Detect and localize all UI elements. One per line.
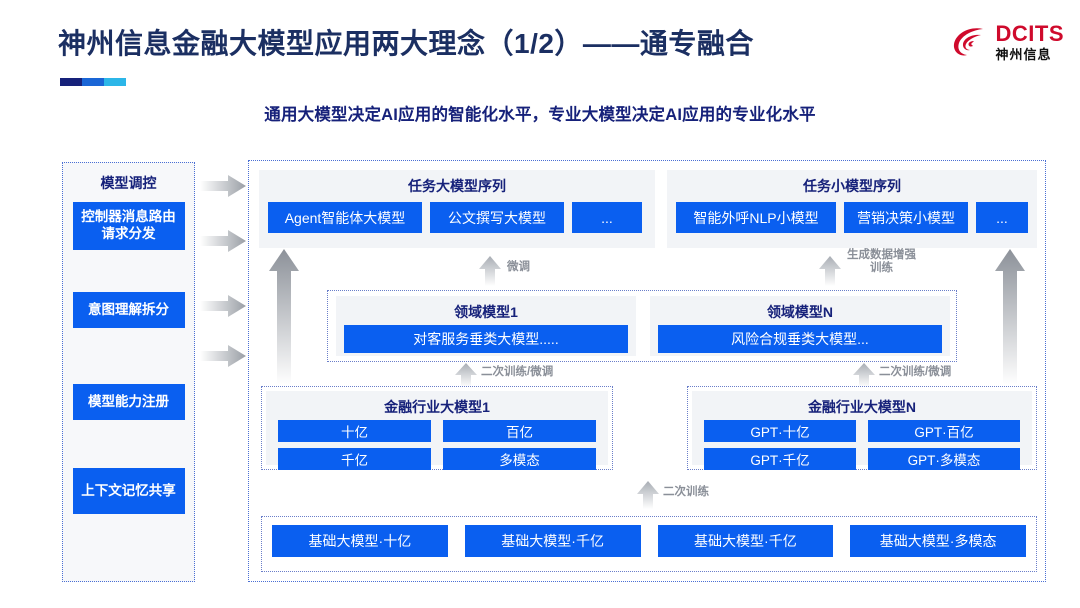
arrow-label-retrain-finetune-left: 二次训练/微调 <box>481 366 554 378</box>
sidebar-item-controller-routing[interactable]: 控制器消息路由请求分发 <box>72 202 185 250</box>
chip-marketing-decision-small[interactable]: 营销决策小模型 <box>844 202 968 233</box>
title-accent-rule <box>60 78 126 86</box>
task-small-model-title: 任务小模型序列 <box>803 178 901 194</box>
chip-agent-llm[interactable]: Agent智能体大模型 <box>268 202 422 233</box>
arrow-label-finetune-left: 微调 <box>507 261 530 273</box>
domain-model-n-title: 领域模型N <box>766 304 834 320</box>
flow-arrow-up-finetune-left <box>479 256 501 291</box>
base-model-group: 基础大模型·十亿 基础大模型·千亿 基础大模型·千亿 基础大模型·多模态 <box>261 516 1037 572</box>
sidebar-item-context-memory[interactable]: 上下文记忆共享 <box>72 468 185 514</box>
industry-1-cell-baiyi[interactable]: 百亿 <box>443 420 596 442</box>
sidebar-title: 模型调控 <box>100 175 157 191</box>
industry-model-1-panel: 金融行业大模型1 十亿 百亿 千亿 多模态 <box>266 391 608 470</box>
task-big-model-chip-row: Agent智能体大模型 公文撰写大模型 ... <box>259 196 655 242</box>
chip-outbound-nlp-small[interactable]: 智能外呼NLP小模型 <box>676 202 836 233</box>
flow-arrow-right-2 <box>200 230 246 252</box>
industry-1-cell-qianyi[interactable]: 千亿 <box>278 448 431 470</box>
industry-model-n-panel: 金融行业大模型N GPT·十亿 GPT·百亿 GPT·千亿 GPT·多模态 <box>692 391 1032 470</box>
company-logo: DCITS 神州信息 <box>950 22 1065 62</box>
domain-model-1-panel: 领域模型1 对客服务垂类大模型..... <box>336 296 636 356</box>
flow-arrow-up-retrain-left <box>455 363 477 392</box>
chip-more-big[interactable]: ... <box>572 202 642 233</box>
task-big-model-panel: 任务大模型序列 Agent智能体大模型 公文撰写大模型 ... <box>259 170 655 248</box>
logo-text-en: DCITS <box>995 21 1064 46</box>
dcits-swirl-icon <box>950 22 990 62</box>
domain-model-1-title: 领域模型1 <box>454 304 518 320</box>
task-small-model-panel: 任务小模型序列 智能外呼NLP小模型 营销决策小模型 ... <box>667 170 1037 248</box>
model-control-sidebar: 模型调控 控制器消息路由请求分发 意图理解拆分 模型能力注册 上下文记忆共享 <box>62 162 195 582</box>
domain-model-n-bar[interactable]: 风险合规垂类大模型... <box>658 325 942 353</box>
arrow-label-retrain-center: 二次训练 <box>663 486 709 498</box>
industry-1-cell-multimodal[interactable]: 多模态 <box>443 448 596 470</box>
chip-more-small[interactable]: ... <box>976 202 1028 233</box>
arrow-label-gen-data-aug-line2: 训练 <box>870 262 893 275</box>
flow-arrow-up-retrain-center <box>637 481 659 514</box>
chip-doc-writing-llm[interactable]: 公文撰写大模型 <box>430 202 564 233</box>
industry-n-cell-gpt-baiyi[interactable]: GPT·百亿 <box>868 420 1020 442</box>
industry-model-1-title: 金融行业大模型1 <box>384 399 490 415</box>
industry-n-cell-gpt-qianyi[interactable]: GPT·千亿 <box>704 448 856 470</box>
arrow-label-gen-data-aug: 生成数据增强 训练 <box>847 249 916 275</box>
flow-arrow-up-tall-left <box>269 249 299 390</box>
task-big-model-title: 任务大模型序列 <box>408 178 506 194</box>
industry-model-1-group: 金融行业大模型1 十亿 百亿 千亿 多模态 <box>261 386 613 470</box>
industry-model-1-cells: 十亿 百亿 千亿 多模态 <box>266 417 608 470</box>
flow-arrow-up-retrain-right <box>853 363 875 392</box>
flow-arrow-right-4 <box>200 345 246 367</box>
logo-text-cn: 神州信息 <box>995 47 1052 62</box>
task-small-model-chip-row: 智能外呼NLP小模型 营销决策小模型 ... <box>667 196 1037 242</box>
industry-n-cell-gpt-shiyi[interactable]: GPT·十亿 <box>704 420 856 442</box>
accent-segment-blue <box>82 78 104 86</box>
model-stack-container: 任务大模型序列 Agent智能体大模型 公文撰写大模型 ... 任务小模型序列 … <box>248 160 1046 582</box>
page-title: 神州信息金融大模型应用两大理念（1/2）——通专融合 <box>58 28 754 59</box>
flow-arrow-up-tall-right <box>995 249 1025 390</box>
flow-arrow-right-3 <box>200 295 246 317</box>
base-chip-qianyi-1[interactable]: 基础大模型·千亿 <box>464 525 641 557</box>
domain-model-n-panel: 领域模型N 风险合规垂类大模型... <box>650 296 950 356</box>
accent-segment-navy <box>60 78 82 86</box>
domain-model-1-bar[interactable]: 对客服务垂类大模型..... <box>344 325 628 353</box>
sidebar-item-capability-registry[interactable]: 模型能力注册 <box>72 384 185 420</box>
base-chip-multimodal[interactable]: 基础大模型·多模态 <box>850 525 1026 557</box>
accent-segment-cyan <box>104 78 126 86</box>
flow-arrow-right-1 <box>200 175 246 197</box>
page-subtitle: 通用大模型决定AI应用的智能化水平，专业大模型决定AI应用的专业化水平 <box>264 106 816 124</box>
industry-model-n-title: 金融行业大模型N <box>807 399 917 415</box>
domain-model-group: 领域模型1 对客服务垂类大模型..... 领域模型N 风险合规垂类大模型... <box>327 290 957 362</box>
arrow-label-retrain-finetune-right: 二次训练/微调 <box>879 366 952 378</box>
industry-n-cell-gpt-multimodal[interactable]: GPT·多模态 <box>868 448 1020 470</box>
flow-arrow-up-genaug <box>819 256 841 291</box>
base-chip-qianyi-2[interactable]: 基础大模型·千亿 <box>657 525 834 557</box>
base-chip-shiyi[interactable]: 基础大模型·十亿 <box>272 525 448 557</box>
sidebar-item-intent-parsing[interactable]: 意图理解拆分 <box>72 292 185 328</box>
base-model-row: 基础大模型·十亿 基础大模型·千亿 基础大模型·千亿 基础大模型·多模态 <box>262 517 1036 565</box>
industry-1-cell-shiyi[interactable]: 十亿 <box>278 420 431 442</box>
arrow-label-gen-data-aug-line1: 生成数据增强 <box>847 249 916 261</box>
industry-model-n-cells: GPT·十亿 GPT·百亿 GPT·千亿 GPT·多模态 <box>692 417 1032 470</box>
industry-model-n-group: 金融行业大模型N GPT·十亿 GPT·百亿 GPT·千亿 GPT·多模态 <box>687 386 1037 470</box>
